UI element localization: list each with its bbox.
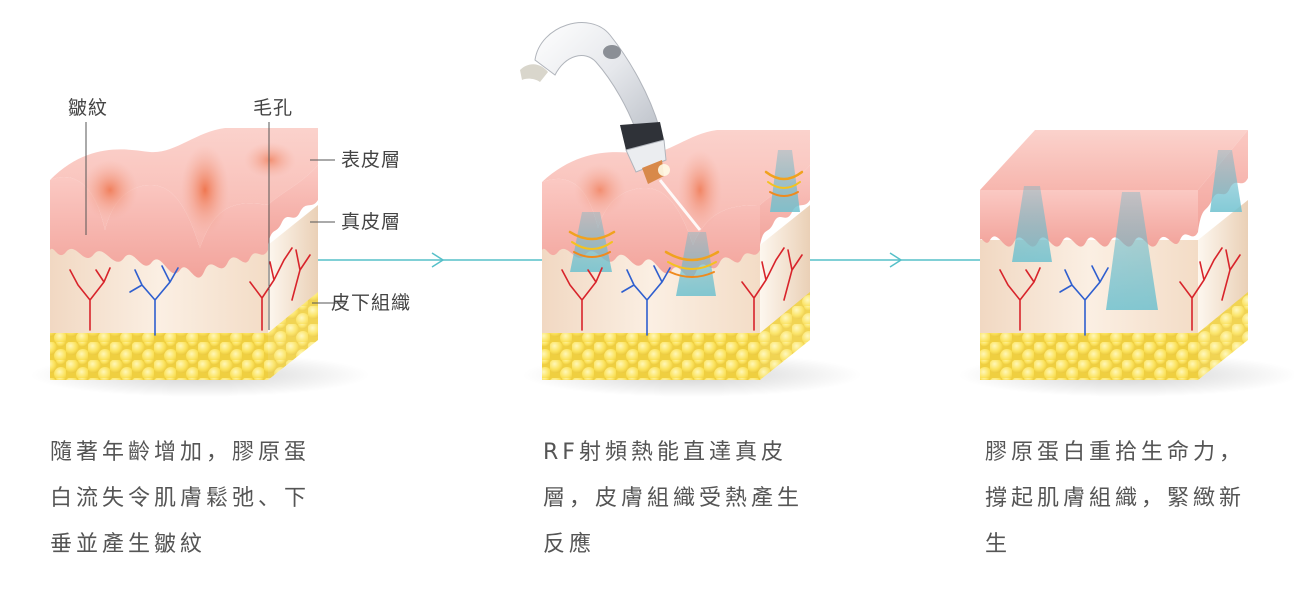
label-subcutaneous: 皮下組織 — [331, 292, 412, 314]
caption-aging: 隨著年齡增加，膠原蛋 白流失令肌膚鬆弛、下 垂並產生皺紋 — [50, 430, 350, 568]
arrow-2 — [810, 252, 980, 268]
caption-line: 白流失令肌膚鬆弛、下 — [50, 486, 311, 511]
caption-renewal: 膠原蛋白重拾生命力， 撐起肌膚組織，緊緻新 生 — [985, 430, 1285, 568]
caption-line: 撐起肌膚組織，緊緻新 — [985, 486, 1246, 511]
caption-line: 生 — [985, 532, 1012, 557]
arrow-1 — [318, 252, 542, 268]
label-wrinkle: 皺紋 — [68, 97, 109, 119]
caption-line: 垂並產生皺紋 — [50, 532, 207, 557]
caption-line: RF射頻熱能直達真皮 — [543, 440, 787, 465]
label-epidermis: 表皮層 — [341, 149, 402, 171]
label-pore: 毛孔 — [253, 97, 294, 119]
caption-line: 隨著年齡增加，膠原蛋 — [50, 440, 311, 465]
caption-rf: RF射頻熱能直達真皮 層，皮膚組織受熱產生 反應 — [543, 430, 843, 568]
caption-line: 膠原蛋白重拾生命力， — [985, 440, 1246, 465]
caption-line: 層，皮膚組織受熱產生 — [543, 486, 804, 511]
skin-block-rf — [522, 130, 862, 397]
skin-block-renewed — [958, 130, 1294, 397]
label-dermis: 真皮層 — [341, 211, 402, 233]
skin-block-aged — [30, 122, 370, 397]
rf-device-icon — [520, 22, 702, 231]
caption-line: 反應 — [543, 532, 596, 557]
